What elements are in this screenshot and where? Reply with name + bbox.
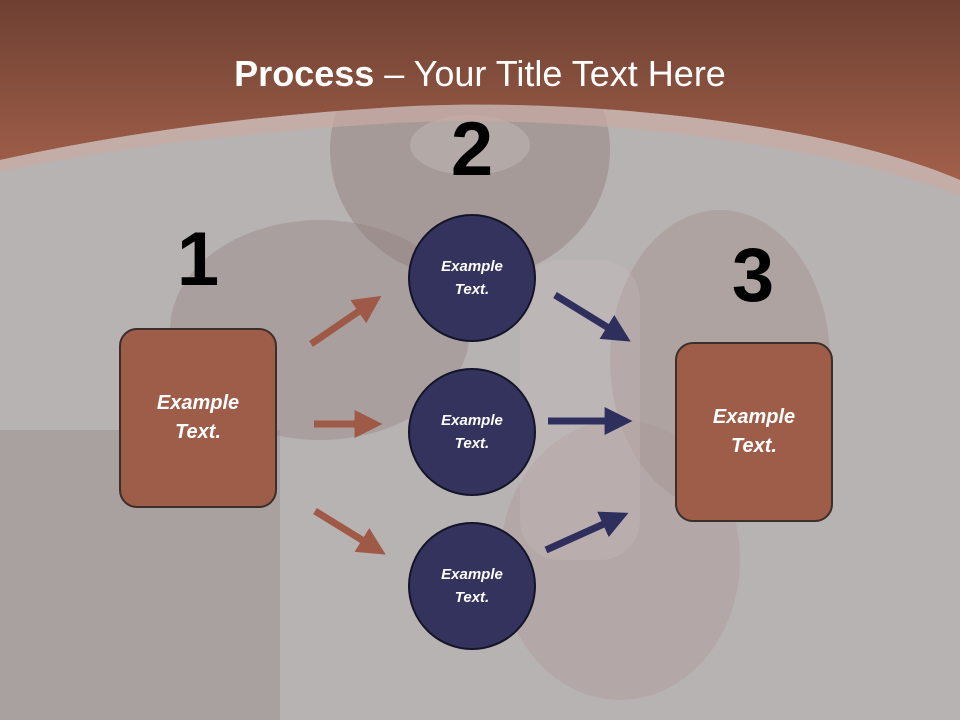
- circle-1: Example Text.: [408, 214, 536, 342]
- arrow-down-right-brown: [313, 508, 386, 555]
- circle-2: Example Text.: [408, 368, 536, 496]
- step-number-3: 3: [731, 233, 775, 318]
- circle-3-text-line1: Example: [441, 566, 503, 583]
- slide-title: Process – Your Title Text Here: [0, 52, 960, 96]
- step-1-box: Example Text.: [119, 328, 277, 508]
- circle-2-text-line2: Text.: [454, 435, 490, 452]
- step-number-1: 1: [176, 217, 220, 302]
- step-3-text-line2: Text.: [731, 435, 777, 457]
- step-3-text-line1: Example: [712, 406, 796, 428]
- title-rest: – Your Title Text Here: [374, 53, 726, 94]
- circle-1-text-line1: Example: [441, 258, 503, 275]
- arrow-down-right-navy: [553, 292, 631, 342]
- step-1-text-line1: Example: [156, 392, 240, 414]
- step-1-text-line2: Text.: [175, 421, 221, 443]
- header-band: [0, 0, 960, 180]
- step-3-box: Example Text.: [675, 342, 833, 522]
- circle-3-text-line2: Text.: [454, 589, 490, 606]
- circle-1-text-line2: Text.: [454, 281, 490, 298]
- arrow-up-right-navy: [544, 511, 629, 554]
- blurred-smile-shape: [410, 115, 530, 175]
- title-bold: Process: [234, 53, 375, 94]
- circle-2-text-line1: Example: [441, 412, 503, 429]
- arrow-up-right-brown: [309, 295, 382, 347]
- header-curve-highlight: [0, 104, 960, 196]
- step-number-2: 2: [450, 107, 494, 192]
- circle-3: Example Text.: [408, 522, 536, 650]
